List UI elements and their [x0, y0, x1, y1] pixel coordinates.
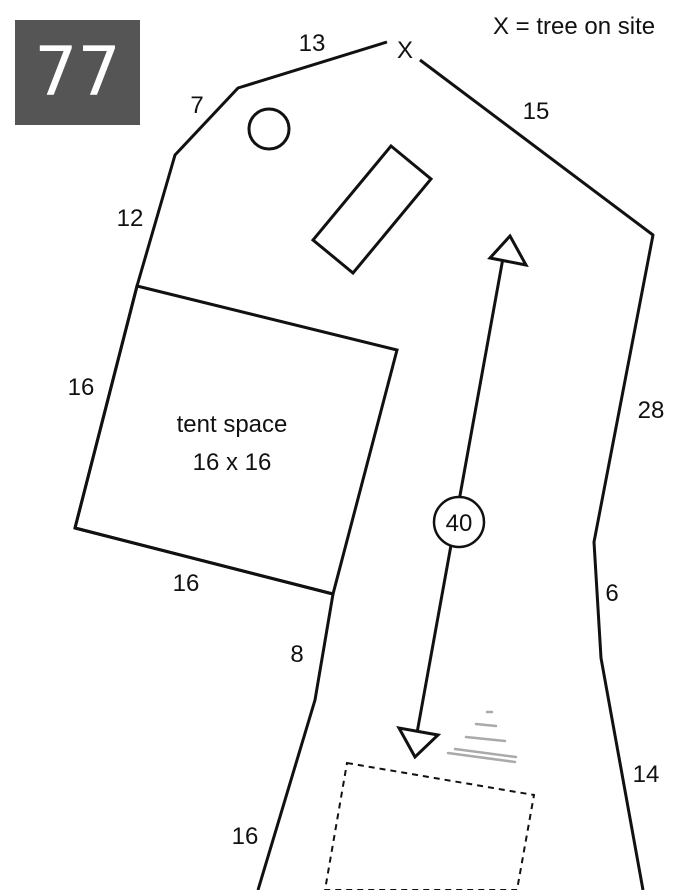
site-number: 77	[34, 33, 121, 112]
boundary-label-lower-left: 8	[290, 641, 303, 668]
driveway-length-label: 40	[446, 510, 473, 537]
legend: X = tree on site	[493, 13, 656, 40]
parking-space-outline	[323, 761, 536, 890]
boundary-label-bottom-right: 14	[633, 761, 660, 788]
tent-space-label: tent space	[177, 411, 288, 438]
tent-side-label-left: 16	[68, 374, 95, 401]
boundary-label-upper-right: 15	[523, 98, 550, 125]
arrow-head-up-icon	[487, 233, 529, 268]
parking-stripes-icon	[446, 710, 518, 764]
tent-space-size: 16 x 16	[193, 449, 272, 476]
tent-side-label-bottom: 16	[173, 570, 200, 597]
boundary-label-upper-left: 7	[190, 92, 203, 119]
fire-ring-icon	[247, 107, 291, 151]
boundary-label-bottom-left: 16	[232, 823, 259, 850]
boundary-label-right: 28	[638, 397, 665, 424]
tent-pad	[73, 284, 399, 596]
arrow-head-down-icon	[396, 725, 442, 760]
boundary-label-left: 12	[117, 205, 144, 232]
driveway-length-circle	[432, 495, 486, 549]
picnic-table-icon	[310, 143, 434, 276]
boundary-label-lower-right: 6	[605, 580, 618, 607]
tree-marker-icon: X	[397, 37, 413, 64]
driveway-arrow-shaft	[415, 257, 505, 734]
site-number-badge: 77	[15, 20, 140, 125]
boundary-label-top: 13	[299, 30, 326, 57]
right-boundary-line	[419, 58, 655, 890]
